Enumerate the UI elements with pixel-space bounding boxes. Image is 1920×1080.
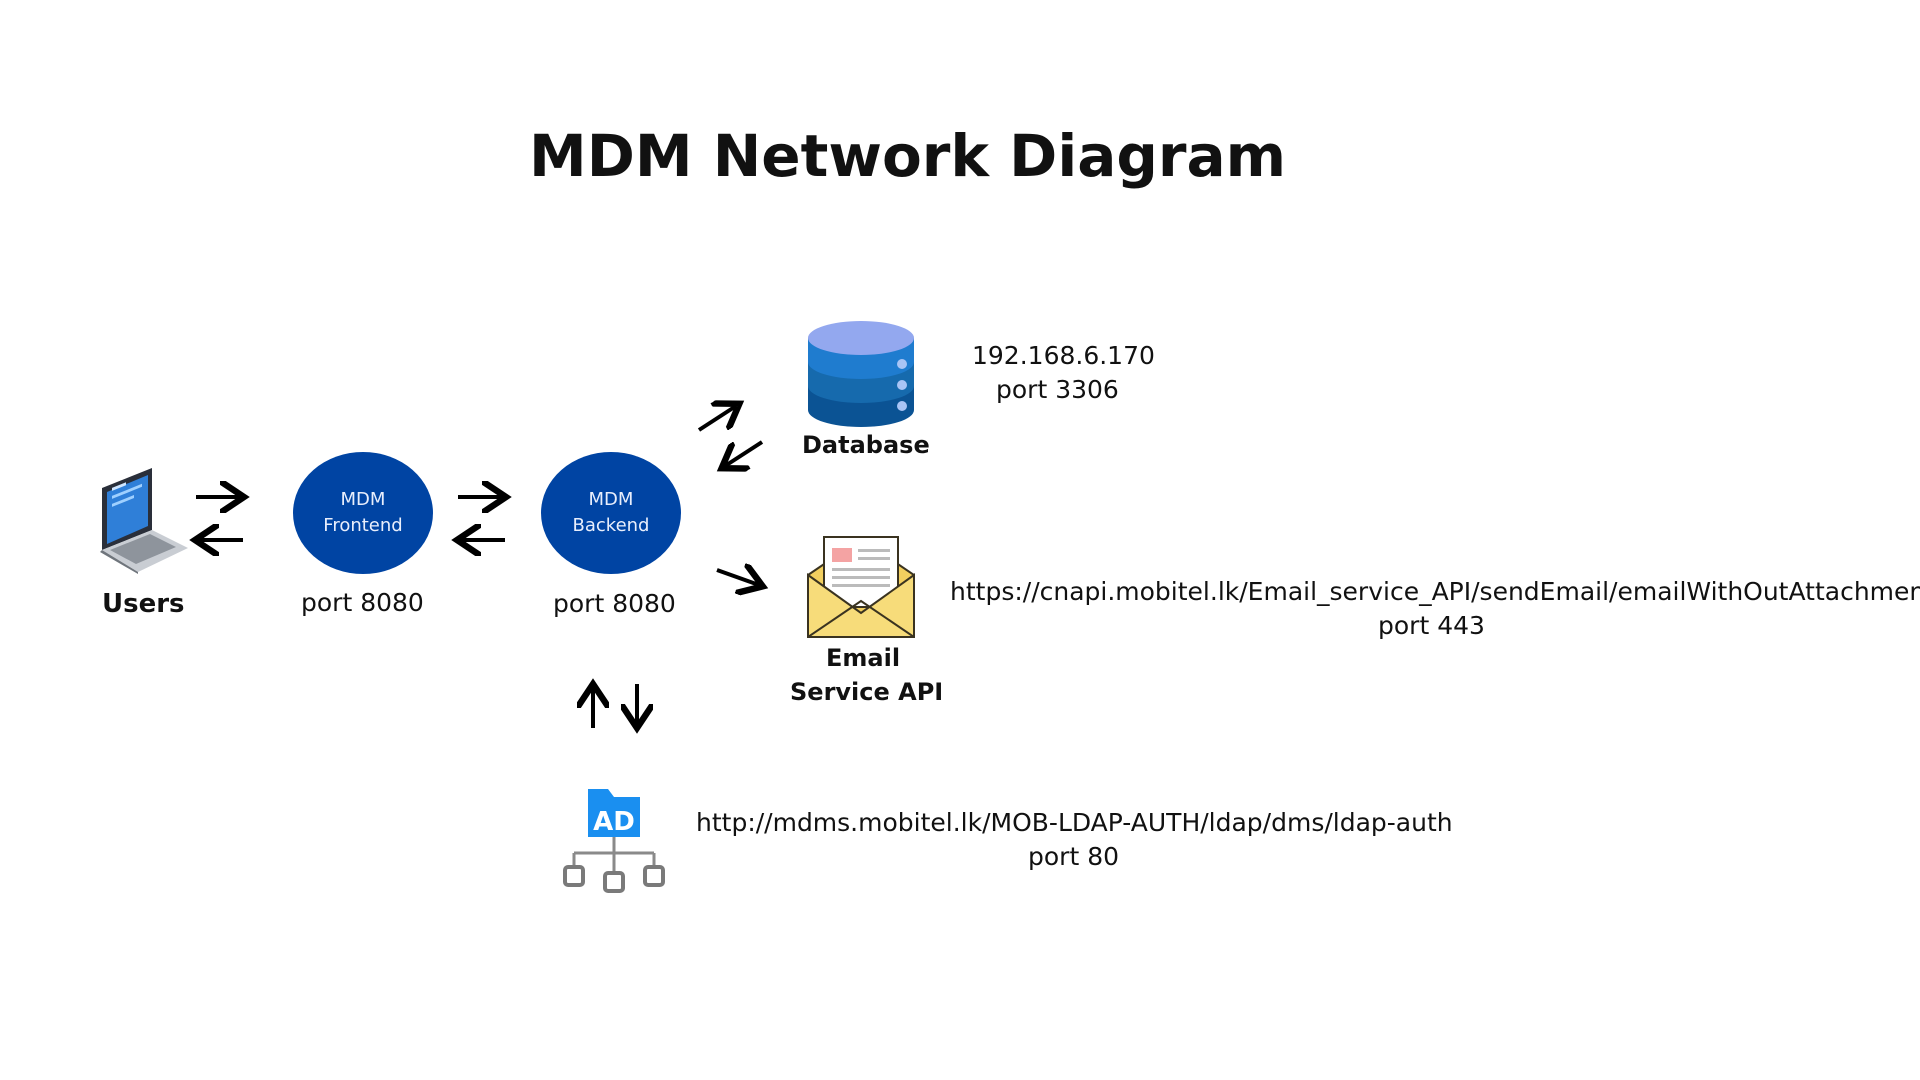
backend-line1: MDM: [588, 489, 634, 510]
frontend-line1: MDM: [340, 489, 386, 510]
backend-line2: Backend: [572, 515, 650, 536]
arrow-backend-to-email: [716, 570, 759, 585]
mdm-backend-node: MDM Backend: [541, 452, 681, 574]
frontend-port: port 8080: [301, 588, 424, 617]
database-icon: [808, 321, 914, 427]
database-port: port 3306: [996, 375, 1119, 404]
users-label: Users: [102, 589, 185, 619]
mdm-frontend-node: MDM Frontend: [293, 452, 433, 574]
diagram-title: MDM Network Diagram: [529, 122, 1287, 190]
ad-icon-text: AD: [593, 807, 635, 837]
email-label-line2: Service API: [790, 678, 944, 706]
database-ip: 192.168.6.170: [972, 341, 1155, 370]
arrow-database-to-backend: [725, 440, 764, 466]
laptop-icon: [100, 468, 188, 574]
active-directory-icon: AD: [563, 789, 665, 893]
backend-port: port 8080: [553, 589, 676, 618]
ad-url: http://mdms.mobitel.lk/MOB-LDAP-AUTH/lda…: [696, 808, 1453, 837]
frontend-line2: Frontend: [323, 515, 403, 536]
database-label: Database: [802, 431, 930, 459]
email-envelope-icon: [807, 536, 915, 638]
ad-port: port 80: [1028, 842, 1120, 871]
email-label-line1: Email: [826, 644, 901, 672]
email-port: port 443: [1378, 611, 1485, 640]
email-url: https://cnapi.mobitel.lk/Email_service_A…: [950, 577, 1920, 606]
arrow-backend-to-database: [697, 406, 736, 432]
